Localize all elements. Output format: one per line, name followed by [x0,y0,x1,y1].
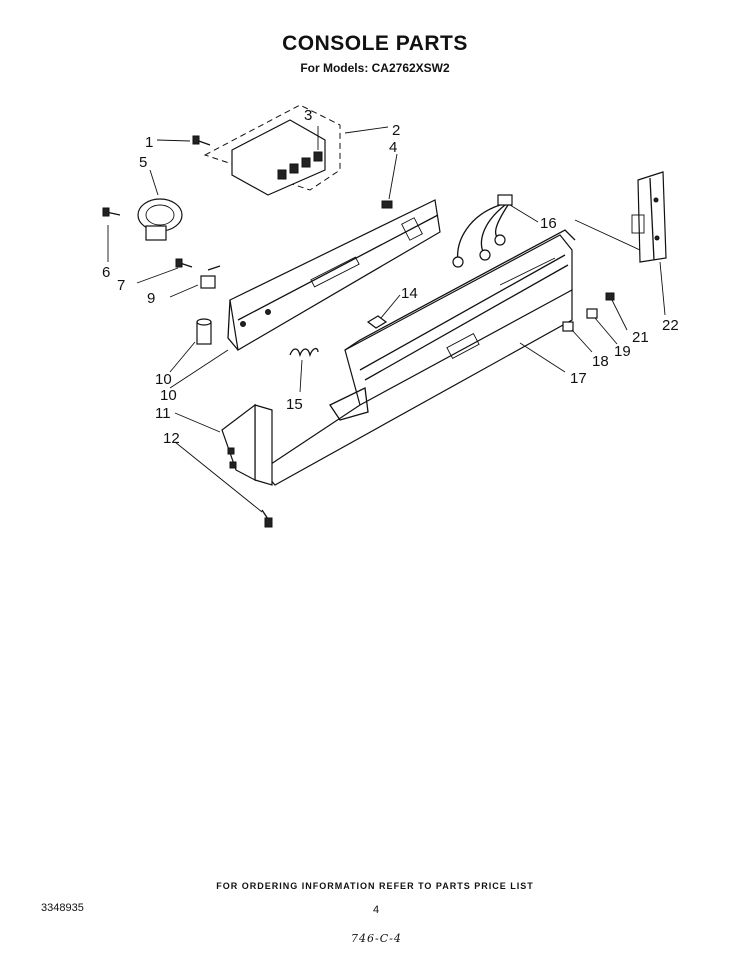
end-cap-part-16 [221,403,273,486]
console-panel-part-1 [261,229,576,486]
callout-10-lower: 18 [592,353,609,370]
handwritten-code: 746-C-4 [351,932,402,945]
callout-7: 12 [163,430,180,447]
callout-19: 10 [155,371,172,388]
callout-12: 3 [304,107,312,124]
page-title: CONSOLE PARTS [282,32,468,55]
callout-4: 2 [392,122,400,139]
callout-15: 5 [139,154,147,171]
document-number: 3348935 [41,902,84,914]
switch-assembly-part-4 [203,104,341,196]
screw-part-3 [102,207,121,217]
callout-labels: 1 2 3 4 5 6 7 9 10 10 11 12 14 15 16 17 … [102,107,679,447]
control-bracket-part-2 [227,199,441,351]
callout-9: 16 [540,215,557,232]
screw-part-7 [261,509,273,528]
sleeve-part-19 [196,318,212,345]
page-number: 4 [373,904,380,916]
callout-14: 7 [117,277,125,294]
callout-3: 6 [102,264,110,281]
screw-part-18 [381,200,393,209]
callout-10-upper: 21 [632,329,649,346]
spring-part-22 [289,347,319,358]
screw-part-14 [175,258,193,268]
callout-18: 4 [389,139,397,156]
callout-21: 9 [147,290,155,307]
wire-harness-part-9 [452,194,513,268]
model-subtitle: For Models: CA2762XSW2 [300,61,450,75]
fasteners-parts-10-11 [562,292,615,332]
screw-part-5 [192,135,211,146]
timer-motor-part-15 [137,198,183,241]
ordering-note: FOR ORDERING INFORMATION REFER TO PARTS … [216,881,534,891]
right-bracket-part-6 [631,171,667,263]
callout-5: 1 [145,134,153,151]
callout-17: 14 [401,285,418,302]
callout-16: 11 [155,405,171,422]
clip-part-21 [200,265,221,289]
callout-11: 19 [614,343,631,360]
leader-lines [107,126,666,513]
callout-1: 17 [570,370,587,387]
callout-6: 22 [662,317,679,334]
clip-part-17 [366,315,388,329]
callout-2: 10 [160,387,177,404]
callout-22: 15 [286,396,303,413]
